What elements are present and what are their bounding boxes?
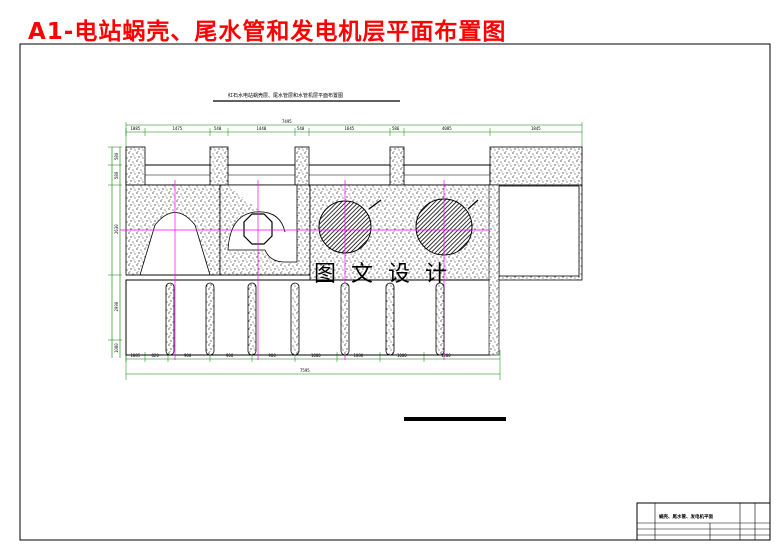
left-dimension-label: 2630 [114,224,119,234]
left-dimension-label: 1080 [114,343,119,353]
title-block-text: 蜗壳、尾水管、发电机平面 [659,513,713,520]
title-block [636,502,771,541]
left-dimension-chain [111,147,121,358]
top-dimension-label: 1475 [173,126,183,131]
left-dimension-labels: 580 580 2630 2990 1080 [108,146,122,353]
left-dimension-label: 580 [114,171,119,179]
top-dimension-label: 4085 [442,126,452,131]
top-dimension-label: 1645 [345,126,355,131]
watermark: 图 文 设 计 [314,262,451,287]
scale-bar [404,417,506,421]
top-dimension-label: 1845 [531,126,541,131]
pier [435,282,445,356]
left-dimension-label: 580 [114,152,119,160]
left-dimension-label: 2990 [114,301,119,311]
top-dimension-label: 1440 [257,126,267,131]
top-dimension-labels: 1085 1475 540 1440 540 1645 586 4085 1845 [125,126,541,136]
draft-tube-piers [165,282,445,356]
bottom-total-dimension: 7595 [300,368,310,373]
page-title: A1-电站蜗壳、尾水管和发电机层平面布置图 [28,19,507,45]
pier [385,282,395,356]
top-total-dimension: 7495 [282,119,292,124]
pier [340,282,350,356]
top-dimension-label: 1085 [131,126,141,131]
sheet-frame [19,43,771,541]
top-dimension-label: 586 [392,126,400,131]
pier [205,282,215,356]
top-dimension-label: 540 [297,126,305,131]
pier [165,282,175,356]
bottom-dimension-chain [125,350,501,380]
powerhouse-plan [120,146,583,360]
pier [290,282,300,356]
drawing-subtitle: 红石水电站蜗壳层、尾水管层和水管机层平面布置图 [228,92,343,99]
top-dimension-label: 540 [214,126,222,131]
pier [247,282,257,356]
